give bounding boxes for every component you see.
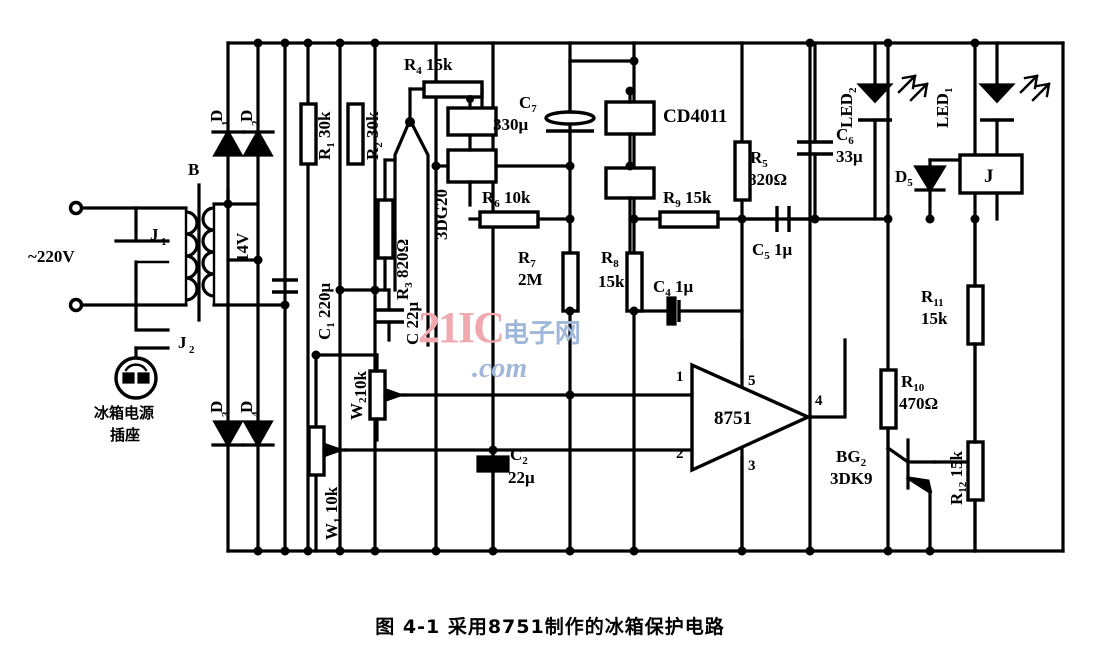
- potentiometer-w1-label: W1 10k: [322, 486, 344, 540]
- resistor-r7-value: 2M: [518, 270, 543, 289]
- resistor-r8: [625, 251, 644, 313]
- ic-8751: [565, 338, 847, 556]
- resistor-r9-label: R9 15k: [663, 188, 712, 210]
- capacitor-c5-label: C5 1μ: [752, 240, 793, 262]
- diode-d2-label: D: [237, 110, 256, 122]
- capacitor-c2-label: C2: [510, 445, 528, 467]
- resistor-r2: [346, 102, 365, 166]
- transistor-bg2-label: BG2: [836, 447, 867, 469]
- transistor-3dg20-label: 3DG20: [432, 189, 451, 240]
- diode-d3-label: D: [207, 401, 226, 413]
- relay-coil-label: J: [984, 166, 994, 187]
- resistor-r5-value: 820Ω: [748, 170, 787, 189]
- relay-contact-j2-sub: 2: [189, 344, 195, 356]
- resistor-r7-label: R7: [518, 248, 536, 270]
- diode-d3: [211, 420, 245, 449]
- ic-pin-4: 4: [815, 393, 823, 409]
- logic-ic-label: CD4011: [663, 106, 727, 127]
- resistor-r1-label: R1 30k: [315, 111, 337, 160]
- capacitor-c: [335, 285, 404, 342]
- resistor-r6: [468, 210, 575, 229]
- relay-contact-j2: [134, 303, 170, 362]
- resistor-r11-label: R11: [921, 287, 944, 309]
- capacitor-c6-label: C6: [836, 125, 854, 147]
- diode-d1: [211, 128, 245, 157]
- capacitor-c5: [737, 206, 893, 232]
- diode-d4-sub: 4: [250, 411, 262, 417]
- resistor-r8-label: R8: [601, 248, 619, 270]
- diode-d4-label: D: [237, 401, 256, 413]
- relay-contact-j1-sub: 1: [161, 236, 167, 248]
- socket-label-line2: 插座: [110, 426, 140, 444]
- socket-label-line1: 冰箱电源: [94, 404, 154, 422]
- ic-pin-5: 5: [748, 373, 756, 389]
- resistor-r6-label: R6 10k: [482, 188, 531, 210]
- resistor-r11: [966, 214, 985, 346]
- sensor-probe-loop: [383, 117, 430, 347]
- diode-d1-label: D: [207, 110, 226, 122]
- resistor-r12: [966, 342, 985, 553]
- led1-label: LED1: [933, 88, 955, 128]
- resistor-r3: [376, 158, 395, 292]
- potentiometer-w1: [307, 425, 572, 477]
- relay-contact-j2-label: J: [178, 333, 187, 352]
- diode-d2: [241, 128, 275, 157]
- filter-capacitor: [272, 278, 298, 294]
- diode-d4: [241, 420, 275, 449]
- transistor-3dg20: [446, 95, 498, 207]
- resistor-r10-value: 470Ω: [899, 394, 938, 413]
- logic-ic-cd4011: [604, 86, 656, 252]
- capacitor-c4: [565, 296, 744, 326]
- resistor-r11-value: 15k: [921, 309, 948, 328]
- refrigerator-socket-icon: [114, 356, 158, 400]
- relay-coil: [958, 153, 1024, 221]
- resistor-r2-label: R2 30k: [363, 111, 385, 160]
- resistor-r1: [299, 102, 318, 166]
- resistor-r8-value: 15k: [598, 272, 625, 291]
- diode-d1-sub: 1: [220, 121, 232, 127]
- ic-pin-3: 3: [748, 458, 756, 474]
- relay-contact-j1-label: J: [150, 225, 159, 244]
- relay-contact-j1: [114, 206, 170, 307]
- capacitor-c2: [476, 445, 510, 553]
- capacitor-c2-value: 22μ: [508, 468, 535, 487]
- resistor-r5-label: R5: [750, 148, 768, 170]
- diode-d2-sub: 2: [250, 120, 262, 126]
- capacitor-c-label: C 22μ: [403, 301, 422, 345]
- resistor-r12-label: R12 15k: [947, 450, 969, 505]
- transformer: [184, 183, 290, 322]
- mains-input-terminals: [68, 200, 188, 313]
- ic-8751-label: 8751: [714, 408, 752, 429]
- capacitor-c7-label: C7: [519, 93, 537, 115]
- led2: [856, 41, 929, 221]
- figure-caption: 图 4-1 采用8751制作的冰箱保护电路: [375, 616, 725, 638]
- resistor-r9: [629, 210, 812, 229]
- resistor-r3-label: R3 820Ω: [393, 239, 415, 300]
- diode-d3-sub: 3: [220, 411, 232, 417]
- secondary-voltage-label: 14V: [233, 232, 252, 262]
- capacitor-c6-value: 33μ: [836, 147, 863, 166]
- resistor-r10-label: R10: [901, 372, 925, 394]
- led2-label: LED2: [837, 87, 859, 128]
- transformer-label: B: [188, 160, 199, 179]
- ic-pin-1: 1: [676, 369, 684, 385]
- mains-voltage-label: ~220V: [28, 247, 75, 266]
- capacitor-c7-value: 330μ: [493, 115, 529, 134]
- resistor-r10: [879, 368, 898, 430]
- diode-d5-label: D5: [895, 167, 913, 189]
- capacitor-c6: [797, 41, 833, 224]
- capacitor-c7: [544, 59, 636, 168]
- resistor-r7: [561, 251, 580, 313]
- resistor-r5: [733, 140, 752, 202]
- capacitor-c1-label: C1 220μ: [315, 282, 337, 340]
- ic-pin-2: 2: [676, 446, 684, 462]
- led1: [978, 41, 1051, 162]
- transistor-bg2-type: 3DK9: [830, 469, 873, 488]
- junction-dots: [253, 38, 980, 556]
- potentiometer-w2-label: W210k: [347, 371, 370, 421]
- resistor-r4-label: R4 15k: [404, 55, 453, 77]
- capacitor-c4-label: C4 1μ: [653, 277, 694, 299]
